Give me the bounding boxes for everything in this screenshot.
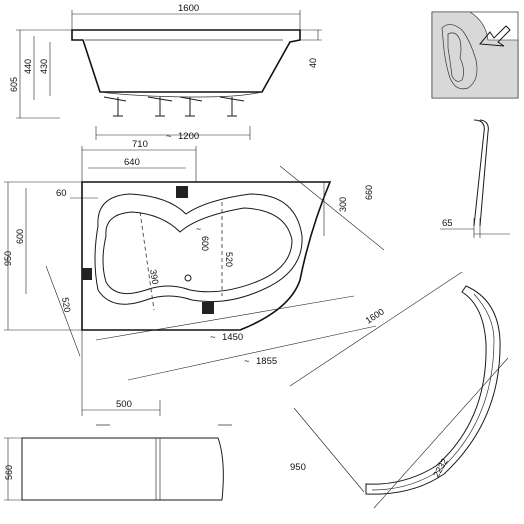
approx-prefix-1450: ~	[210, 332, 216, 343]
dim-600-inner: 600	[200, 236, 210, 251]
approx-prefix-1855: ~	[244, 356, 250, 367]
dim-520-inner: 520	[224, 252, 234, 267]
dim-430: 430	[39, 59, 49, 74]
faucet-icon	[176, 186, 188, 198]
dim-1450: 1450	[222, 332, 243, 343]
dim-500: 500	[116, 399, 132, 410]
dim-605: 605	[9, 77, 19, 92]
curved-panel: 1600 950 2232	[289, 271, 509, 509]
tub-legs	[103, 96, 245, 117]
approx-prefix-1200: ~	[166, 131, 172, 142]
dim-710: 710	[132, 139, 148, 150]
approx-prefix-600: ~	[196, 224, 201, 234]
side-view-front: 1600 605 440 430 40 ~ 1200	[9, 3, 322, 142]
front-panel: 560	[4, 437, 224, 501]
dim-600-left: 600	[15, 229, 25, 244]
side-profile: 65	[440, 119, 510, 238]
dim-1855: 1855	[256, 356, 277, 367]
dim-950-panel: 950	[290, 462, 306, 473]
dim-65: 65	[442, 218, 453, 229]
orientation-icon	[431, 11, 519, 99]
dim-520-diag: 520	[60, 297, 72, 314]
dim-2232: 2232	[431, 457, 450, 479]
dim-300: 300	[338, 197, 348, 212]
dim-640: 640	[124, 157, 140, 168]
dim-1600-top: 1600	[178, 3, 199, 14]
dim-560: 560	[4, 465, 14, 480]
arrow-icon	[479, 25, 511, 47]
dim-1200: 1200	[178, 131, 199, 142]
drain-icon	[202, 302, 214, 314]
dim-390: 390	[148, 269, 160, 286]
overflow-icon	[82, 268, 92, 280]
dim-950-plan: 950	[3, 251, 13, 266]
dim-40: 40	[308, 58, 318, 68]
dim-660: 660	[364, 185, 374, 200]
dim-1600-panel: 1600	[364, 306, 386, 325]
dim-60: 60	[56, 188, 67, 199]
plan-view: 710 640 60 950 600 300 660 600 ~ 520 390…	[3, 139, 385, 426]
dim-440: 440	[23, 59, 33, 74]
